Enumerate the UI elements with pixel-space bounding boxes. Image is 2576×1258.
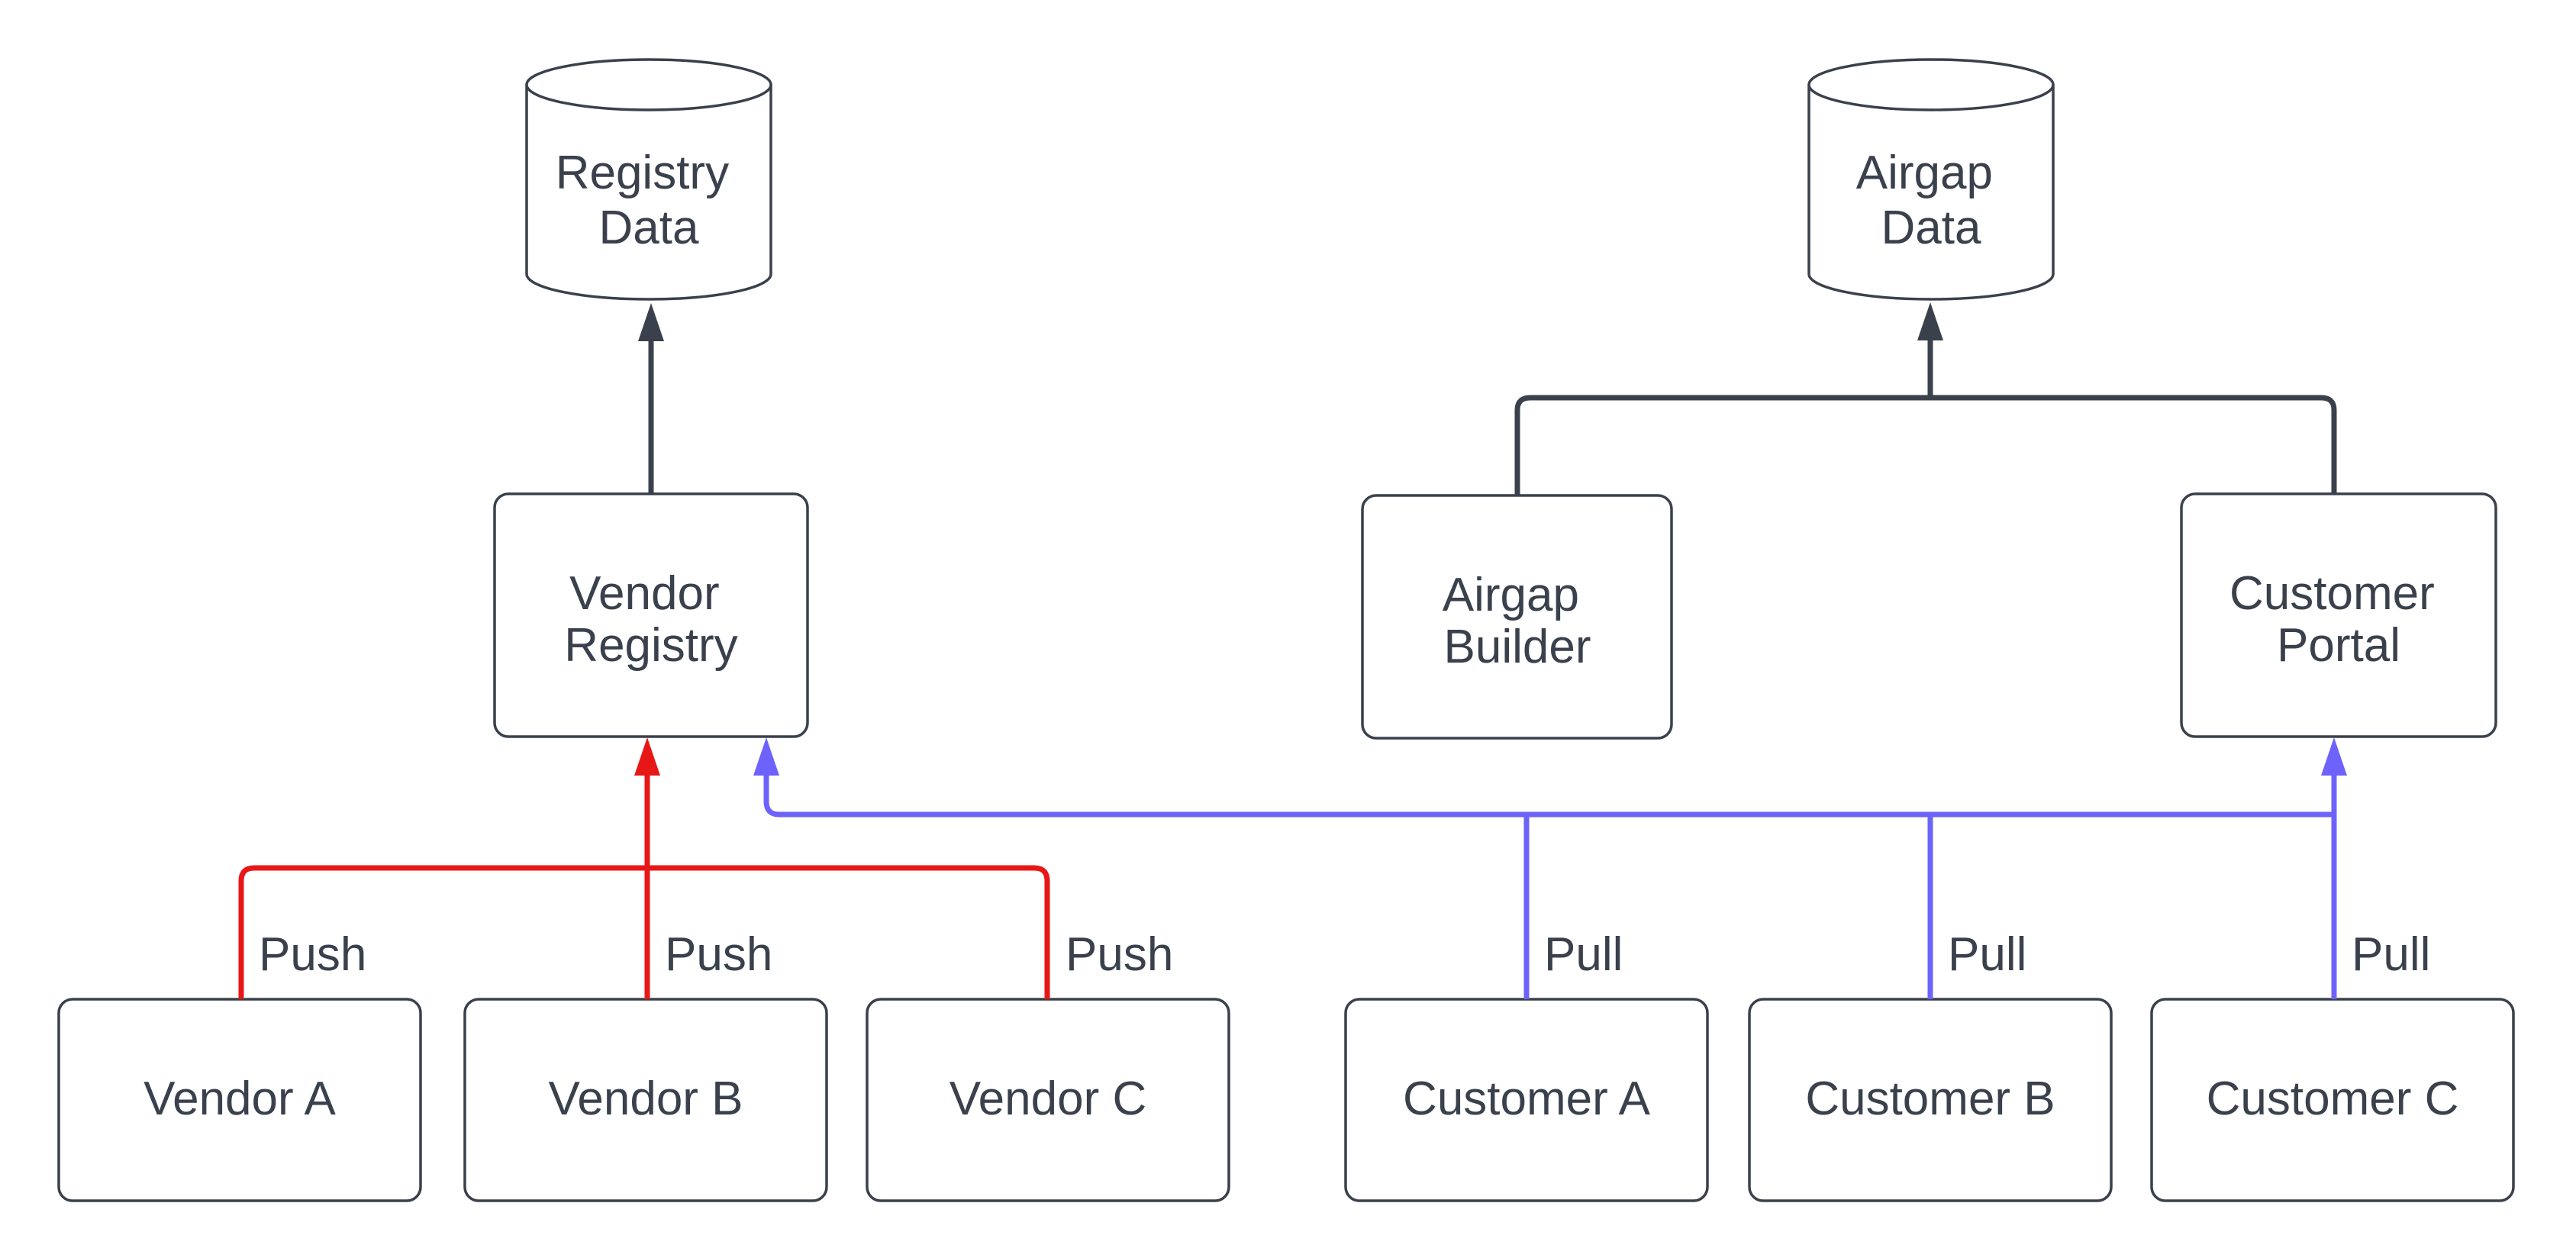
airgap-store-branch-edge (1514, 395, 2337, 495)
push-arrowhead (634, 737, 660, 776)
storage-edges (648, 336, 2337, 495)
airgap-builder-label-line2: Builder (1444, 621, 1591, 673)
pull-a-edge-label: Pull (1544, 928, 1623, 981)
pull-c-edge-label: Pull (2352, 928, 2430, 981)
vendor-c-label: Vendor C (949, 1073, 1147, 1125)
pull-bus-edge (763, 773, 2334, 818)
push-bus-edge (238, 865, 1050, 999)
customer-portal-node (2180, 492, 2497, 738)
push-a-edge-label: Push (259, 928, 366, 981)
vendor-registry-label: Vendor Registry (564, 567, 737, 672)
airgap-store-arrowhead (1917, 302, 1943, 340)
registry-data-cylinder-body (525, 85, 772, 301)
registry-data-label-line1: Registry (556, 147, 729, 199)
node-labels: Registry Data Airgap Data Vendor Registr… (143, 147, 2458, 1125)
registry-store-arrowhead (638, 303, 664, 341)
vendor-b-label: Vendor B (548, 1073, 743, 1125)
airgap-builder-label: Airgap Builder (1443, 569, 1592, 673)
customer-portal-label-line2: Portal (2277, 619, 2400, 672)
airgap-data-label: Airgap Data (1856, 147, 2006, 254)
push-edges (238, 773, 1050, 999)
customer-portal-label-line1: Customer (2229, 567, 2435, 620)
pull-arrowhead-vendor-registry (753, 737, 779, 776)
registry-data-cylinder-top (525, 58, 772, 111)
vendor-a-label: Vendor A (143, 1073, 336, 1125)
airgap-data-cylinder-top (1807, 58, 2055, 111)
vendor-registry-label-line1: Vendor (569, 567, 720, 620)
customer-a-label: Customer A (1403, 1073, 1651, 1125)
node-shapes (57, 58, 2515, 1202)
airgap-data-label-line2: Data (1881, 202, 1981, 254)
customer-portal-label: Customer Portal (2229, 567, 2448, 672)
pull-b-edge-label: Pull (1948, 928, 2026, 981)
registry-data-label-line2: Data (599, 202, 699, 254)
edge-labels: Push Push Push Pull Pull Pull (259, 928, 2430, 981)
customer-c-label: Customer C (2207, 1073, 2459, 1125)
customer-b-label: Customer B (1805, 1073, 2055, 1125)
airgap-builder-label-line1: Airgap (1443, 569, 1579, 621)
airgap-data-cylinder-body (1807, 85, 2055, 301)
pull-edges (763, 773, 2337, 999)
vendor-registry-label-line2: Registry (564, 619, 737, 672)
registry-data-label: Registry Data (556, 147, 743, 254)
push-c-edge-label: Push (1066, 928, 1173, 981)
pull-arrowhead-customer-portal (2321, 737, 2347, 776)
airgap-data-label-line1: Airgap (1856, 147, 1993, 199)
push-b-edge-label: Push (665, 928, 772, 981)
